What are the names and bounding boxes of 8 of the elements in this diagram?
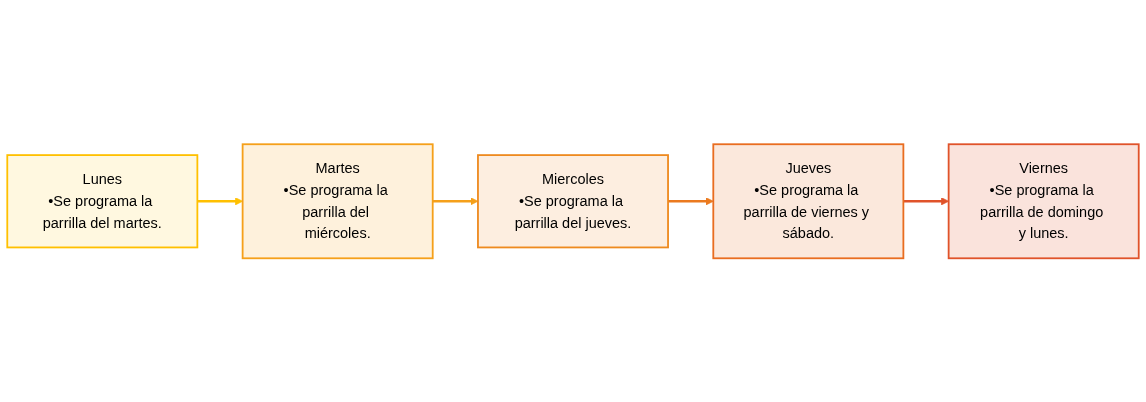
- node-box: Martes •Se programa la parrilla del miércoles.: [241, 143, 434, 259]
- arrow: [903, 197, 949, 205]
- arrow: [668, 197, 714, 205]
- node-box: Jueves •Se programa la parrilla de viernes y sábado.: [712, 143, 905, 259]
- node-box: Miercoles •Se programa la parrilla del jueves.: [477, 153, 669, 249]
- node-box: Viernes •Se programa la parrilla de domingo y lunes.: [947, 143, 1140, 259]
- arrow: [197, 197, 243, 205]
- node-box: Lunes •Se programa la parrilla del martes.: [6, 153, 199, 249]
